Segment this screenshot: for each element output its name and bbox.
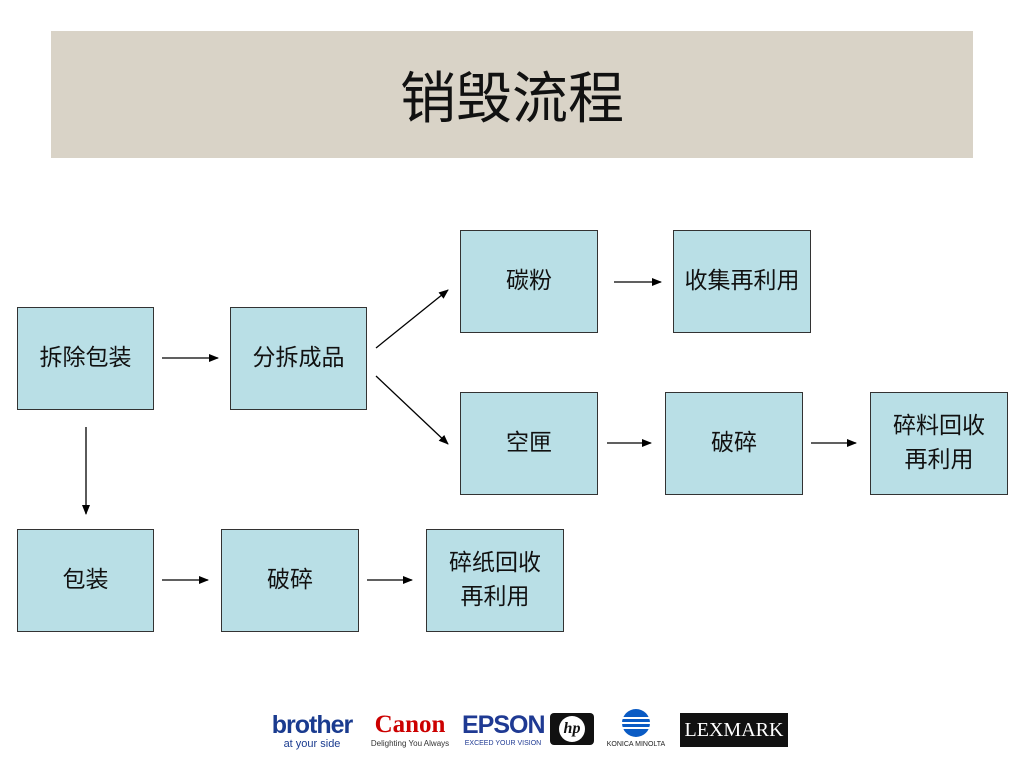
node-empty-cartridge: 空匣 (460, 392, 598, 495)
node-crush-b: 破碎 (221, 529, 359, 632)
konica-globe-icon (622, 709, 650, 737)
brother-logo: brother at your side (271, 711, 354, 750)
node-paper-recycle: 碎纸回收 再利用 (426, 529, 564, 632)
node-scrap-recycle: 碎料回收 再利用 (870, 392, 1008, 495)
lexmark-logo: LEXMARK (680, 713, 788, 747)
canon-logo: Canon Delighting You Always (370, 711, 450, 749)
hp-logo: hp (550, 713, 594, 745)
node-split-products: 分拆成品 (230, 307, 367, 410)
node-remove-packaging: 拆除包装 (17, 307, 154, 410)
title-bar: 销毁流程 (51, 31, 973, 158)
slide-title: 销毁流程 (400, 67, 624, 132)
arrow-split-to-empty (375, 375, 449, 445)
node-packaging: 包装 (17, 529, 154, 632)
brand-logos: brother at your side Canon Delighting Yo… (266, 708, 790, 758)
epson-logo: EPSON EXCEED YOUR VISION (462, 711, 546, 747)
konica-minolta-logo: KONICA MINOLTA (600, 708, 672, 752)
arrow-split-to-toner (375, 289, 449, 349)
node-collect-reuse: 收集再利用 (673, 230, 811, 333)
node-toner: 碳粉 (460, 230, 598, 333)
node-crush-a: 破碎 (665, 392, 803, 495)
